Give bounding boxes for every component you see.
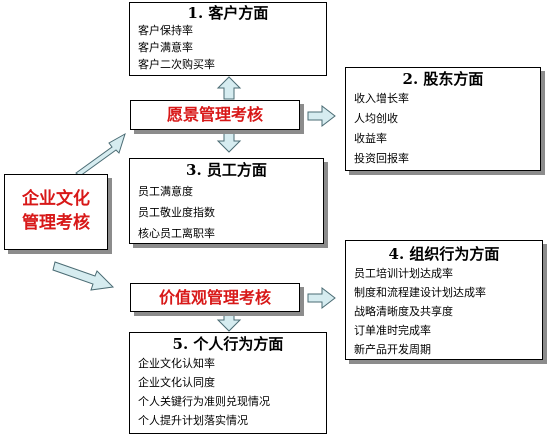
customer-box: 1. 客户方面 客户保持率 客户满意率 客户二次购买率: [129, 2, 327, 76]
employee-box: 3. 员工方面 员工满意度 员工敬业度指数 核心员工离职率: [129, 158, 324, 244]
organization-box: 4. 组织行为方面 员工培训计划达成率 制度和流程建设计划达成率 战略清晰度及共…: [345, 240, 543, 360]
organization-item: 战略清晰度及共享度: [354, 305, 453, 318]
vision-box: 愿景管理考核: [130, 100, 300, 130]
culture-label-line2: 管理考核: [22, 213, 90, 233]
shareholder-title: 2. 股东方面: [402, 70, 484, 88]
customer-title: 1. 客户方面: [187, 4, 269, 22]
arrow-vision-to-customer: [216, 76, 242, 100]
employee-item: 员工满意度: [138, 185, 193, 198]
employee-title: 3. 员工方面: [186, 161, 267, 179]
arrow-vision-to-employee: [216, 131, 242, 153]
personal-item: 企业文化认知率: [138, 357, 215, 370]
shareholder-box: 2. 股东方面 收入增长率 人均创收 收益率 投资回报率: [345, 67, 541, 171]
organization-item: 订单准时完成率: [354, 324, 431, 337]
personal-item: 个人提升计划落实情况: [138, 414, 248, 427]
personal-box: 5. 个人行为方面 企业文化认知率 企业文化认同度 个人关键行为准则兑现情况 个…: [129, 332, 327, 434]
arrow-values-to-organization: [307, 286, 336, 310]
shareholder-item: 收益率: [354, 132, 387, 145]
customer-item: 客户满意率: [138, 41, 193, 54]
culture-label-line1: 企业文化: [22, 189, 90, 209]
shareholder-item: 投资回报率: [354, 152, 409, 165]
personal-title: 5. 个人行为方面: [172, 335, 284, 353]
employee-item: 员工敬业度指数: [138, 206, 215, 219]
employee-item: 核心员工离职率: [138, 227, 215, 240]
customer-item: 客户保持率: [138, 24, 193, 37]
arrow-values-to-personal: [216, 312, 242, 332]
shareholder-item: 收入增长率: [354, 92, 409, 105]
organization-item: 员工培训计划达成率: [354, 267, 453, 280]
shareholder-item: 人均创收: [354, 112, 398, 125]
culture-center-box: 企业文化 管理考核: [4, 174, 108, 250]
vision-label: 愿景管理考核: [166, 105, 263, 124]
organization-item: 制度和流程建设计划达成率: [354, 286, 486, 299]
personal-item: 个人关键行为准则兑现情况: [138, 395, 270, 408]
organization-title: 4. 组织行为方面: [388, 245, 500, 263]
organization-item: 新产品开发周期: [354, 343, 431, 356]
personal-item: 企业文化认同度: [138, 376, 215, 389]
arrow-vision-to-shareholder: [307, 104, 336, 128]
values-box: 价值观管理考核: [130, 283, 300, 312]
arrow-center-to-values: [52, 261, 115, 291]
customer-item: 客户二次购买率: [138, 58, 215, 71]
values-label: 价值观管理考核: [158, 288, 271, 307]
arrow-center-to-vision: [75, 132, 126, 177]
